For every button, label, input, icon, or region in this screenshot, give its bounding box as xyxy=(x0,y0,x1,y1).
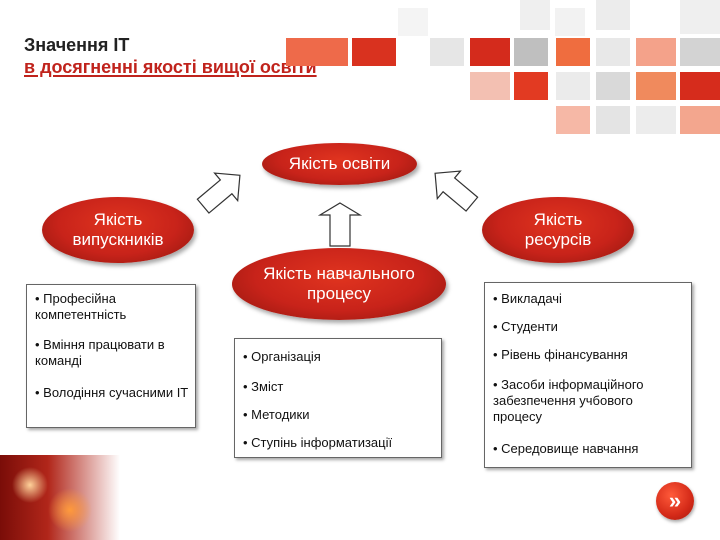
list-item: • Професійна компетентність xyxy=(35,291,127,322)
list-item: • Вміння працювати в команді xyxy=(35,337,165,368)
list-item: • Володіння сучасними ІТ xyxy=(35,385,189,400)
node-process-quality-label: Якість навчального процесу xyxy=(263,264,415,303)
resources-quality-box: • Викладачі • Студенти • Рівень фінансув… xyxy=(484,282,692,468)
logo-arrow-icon: » xyxy=(656,482,694,520)
list-item: • Середовище навчання xyxy=(493,441,639,456)
slide-title-line1: Значення ІТ xyxy=(24,35,130,55)
process-quality-box: • Організація • Зміст • Методики • Ступі… xyxy=(234,338,442,458)
list-item: • Рівень фінансування xyxy=(493,347,628,362)
decorative-squares xyxy=(0,0,720,140)
arrow-left-icon xyxy=(196,172,241,214)
list-item: • Викладачі xyxy=(493,291,562,306)
graduates-quality-box: • Професійна компетентність • Вміння пра… xyxy=(26,284,196,428)
arrow-right-icon xyxy=(434,170,479,212)
list-item: • Організація xyxy=(243,349,321,364)
list-item: • Ступінь інформатизації xyxy=(243,435,393,450)
slide-title-line2: в досягненні якості вищої освіти xyxy=(24,57,317,77)
decorative-photo xyxy=(0,455,120,540)
node-education-quality-label: Якість освіти xyxy=(288,154,391,173)
node-resources-quality-label: Якість ресурсів xyxy=(524,210,592,249)
logo-glyph: » xyxy=(668,488,682,513)
list-item: • Зміст xyxy=(243,379,284,394)
node-education-quality: Якість освіти xyxy=(262,143,417,185)
list-item: • Студенти xyxy=(493,319,558,334)
arrow-up-icon xyxy=(317,202,363,247)
slide-title: Значення ІТ в досягненні якості вищої ос… xyxy=(24,34,317,78)
node-graduates-quality-label: Якість випускників xyxy=(72,210,164,249)
node-process-quality: Якість навчального процесу xyxy=(232,248,446,320)
node-graduates-quality: Якість випускників xyxy=(42,197,194,263)
list-item: • Методики xyxy=(243,407,310,422)
list-item: • Засоби інформаційного забезпечення учб… xyxy=(493,377,644,424)
node-resources-quality: Якість ресурсів xyxy=(482,197,634,263)
